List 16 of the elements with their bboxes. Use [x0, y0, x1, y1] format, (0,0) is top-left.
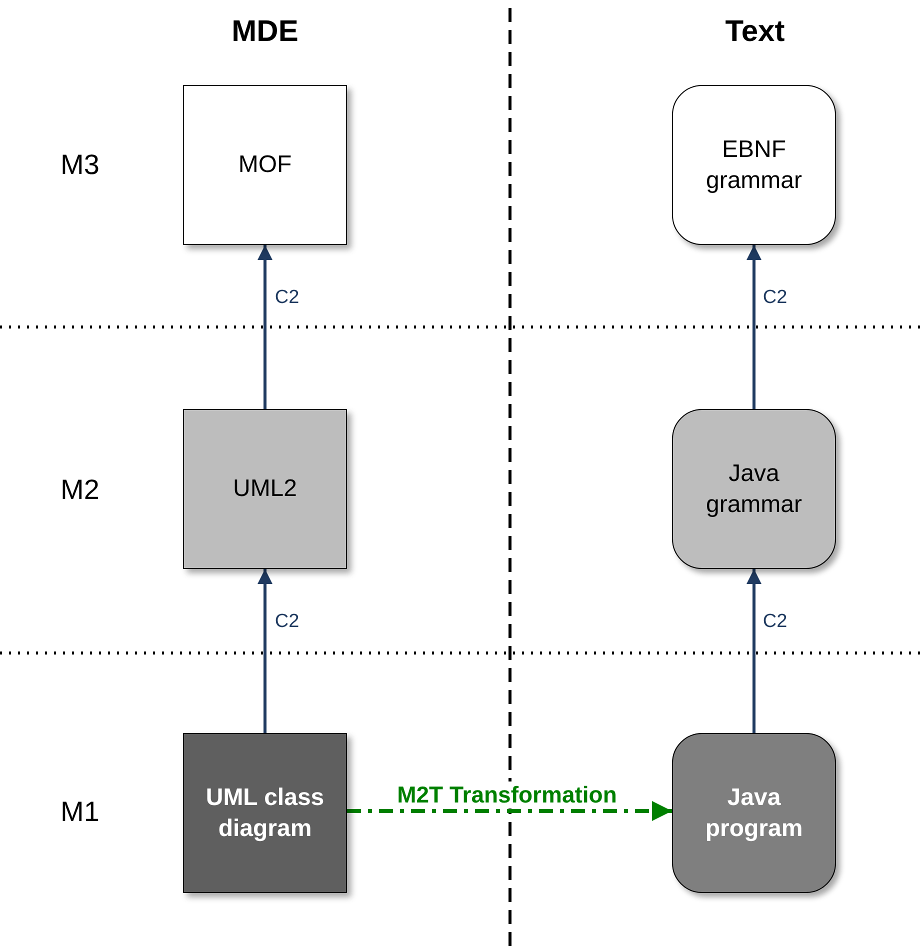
arrow — [258, 569, 272, 733]
arrow — [746, 569, 762, 733]
process-box: UML2 — [183, 409, 347, 569]
level-label: M3 — [60, 149, 100, 181]
arrow — [746, 245, 762, 409]
column-heading: MDE — [232, 15, 298, 49]
column-heading: Text — [725, 15, 785, 49]
rounded-box: Java program — [672, 733, 836, 893]
rounded-box: EBNF grammar — [672, 85, 836, 245]
arrow — [347, 801, 672, 821]
process-box: UML class diagram — [183, 733, 347, 893]
level-label: M1 — [60, 796, 100, 828]
process-box: MOF — [183, 85, 347, 245]
level-label: M2 — [60, 474, 100, 506]
arrow — [258, 245, 272, 409]
rounded-box: Java grammar — [672, 409, 836, 569]
